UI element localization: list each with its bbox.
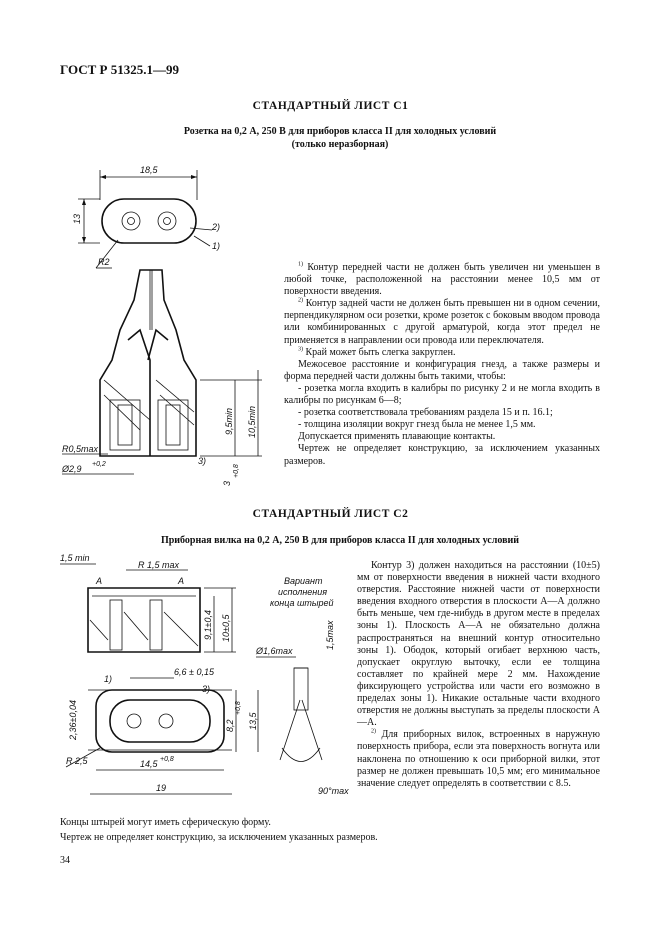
c2-note-main: Контур 3) должен находиться на расстояни…: [357, 560, 600, 729]
c1-width-label: 18,5: [140, 165, 159, 175]
c2-dia16-label: Ø1,6max: [255, 646, 293, 656]
c1-para-intro: Межосевое расстояние и конфигурация гнез…: [284, 358, 600, 382]
c2-angle-label: 90°max: [318, 786, 349, 796]
c2-r15max-label: R 1,5 max: [138, 560, 180, 570]
c1-disclaimer: Чертеж не определяет конструкцию, за иск…: [284, 443, 600, 467]
sheet-c1-title: СТАНДАРТНЫЙ ЛИСТ C1: [252, 100, 409, 112]
c1-bullet-2: - розетка соответствовала требованиям ра…: [298, 407, 553, 419]
socket-face-view: 18,5 13 R2 2) 1): [72, 165, 220, 269]
c2-h236-label: 2,36±0,04: [68, 700, 78, 741]
c1-dim3-tol: +0,8: [233, 464, 240, 478]
c1-radius-label: R2: [98, 257, 110, 267]
sheet-c2-notes: Контур 3) должен находиться на расстояни…: [357, 560, 600, 790]
c1-dim3-label: 3: [222, 481, 232, 486]
c2-section-a-right: А: [177, 576, 184, 586]
c2-v15-label: 1,5max: [325, 620, 335, 650]
plug-face-view: 1) 3) 6,6 ± 0,15 2,36±0,04 8,2 +0,8 13,5…: [65, 667, 259, 795]
c2-foot-2: Чертеж не определяет конструкцию, за иск…: [60, 832, 378, 843]
plug-section-view: 1,5 min R 1,5 max А А 9,1±0,4 10±0,5: [60, 553, 236, 653]
c1-h1-label: 9,5min: [224, 408, 234, 435]
c2-d1-label: 9,1±0,4: [203, 610, 213, 640]
sheet-c1-subtitle-line2: (только неразборная): [291, 139, 389, 150]
c1-note-1: 1) Контур передней части не должен быть …: [284, 261, 601, 298]
c2-d145-label: 14,5: [140, 759, 159, 769]
c2-min15-label: 1,5 min: [60, 553, 90, 563]
c2-d145-tol: +0,8: [160, 756, 174, 763]
c1-h2-label: 10,5min: [247, 406, 257, 438]
c1-height-label: 13: [72, 214, 82, 224]
c2-note-2: 2) Для приборных вилок, встроенных в нар…: [357, 728, 601, 789]
c1-rmax-label: R0,5max: [62, 444, 99, 454]
c2-d82-tol: +0,8: [235, 701, 242, 715]
socket-section-view: 9,5min 10,5min R0,5max Ø2,9 +0,2 3) 3 +0…: [61, 269, 262, 486]
c2-d82-label: 8,2: [225, 719, 235, 732]
c1-callout-1: 1): [212, 241, 220, 251]
c2-section-a-left: А: [95, 576, 102, 586]
c1-callout-2: 2): [211, 222, 220, 232]
c1-bullet-3: - толщина изоляции вокруг гнезд была не …: [298, 419, 536, 431]
c2-d19-label: 19: [156, 783, 166, 793]
c2-d135-label: 13,5: [248, 711, 258, 730]
c1-bullet-1: - розетка могла входить в калибры по рис…: [284, 382, 600, 407]
sheet-c2-title: СТАНДАРТНЫЙ ЛИСТ C2: [252, 508, 409, 520]
c1-dia-label: Ø2,9: [61, 464, 82, 474]
c1-floating: Допускается применять плавающие контакты…: [298, 431, 496, 443]
c2-variant-1: Вариант: [284, 576, 323, 586]
c2-variant-2: исполнения: [278, 587, 327, 597]
c2-p66-label: 6,6 ± 0,15: [174, 667, 215, 677]
pin-end-variant: Вариант исполнения конца штырей Ø1,6max …: [255, 576, 349, 796]
c1-callout-3: 3): [198, 456, 206, 466]
c2-foot-1: Концы штырей могут иметь сферическую фор…: [60, 817, 271, 828]
document-code: ГОСТ Р 51325.1—99: [60, 62, 179, 77]
sheet-c1-notes: 1) Контур передней части не должен быть …: [284, 262, 600, 468]
page-number: 34: [60, 855, 70, 866]
c1-dia-tol: +0,2: [92, 461, 106, 468]
c2-callout-3: 3): [202, 684, 210, 694]
c2-variant-3: конца штырей: [270, 598, 334, 608]
sheet-c2-subtitle: Приборная вилка на 0,2 А, 250 В для приб…: [160, 535, 520, 546]
c1-note-3: 3) Край может быть слегка закруглен.: [298, 346, 456, 358]
c1-note-2: 2) Контур задней части не должен быть пр…: [284, 297, 600, 346]
sheet-c1-subtitle: Розетка на 0,2 А, 250 В для приборов кла…: [60, 125, 620, 151]
sheet-c1-subtitle-line1: Розетка на 0,2 А, 250 В для приборов кла…: [183, 126, 497, 137]
c2-d2-label: 10±0,5: [221, 614, 231, 642]
c2-callout-1: 1): [104, 674, 112, 684]
